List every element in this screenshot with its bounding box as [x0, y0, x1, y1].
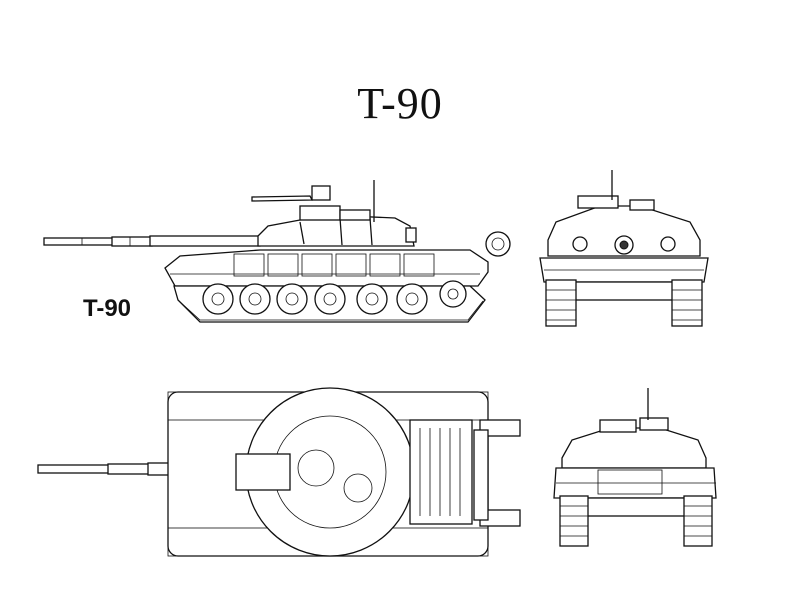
front-turret: [547, 170, 701, 257]
side-turret: [251, 180, 417, 247]
rear-turret: [561, 388, 707, 469]
rear-hull: [553, 467, 717, 517]
page-title: T-90: [357, 79, 443, 128]
top-engine-deck: [409, 419, 489, 525]
side-view-label: T-90: [83, 295, 132, 322]
front-tracks: [545, 279, 703, 327]
front-hull: [539, 257, 709, 301]
side-track: [173, 280, 486, 323]
rear-tracks: [559, 495, 713, 547]
side-road-wheels: [202, 280, 467, 315]
